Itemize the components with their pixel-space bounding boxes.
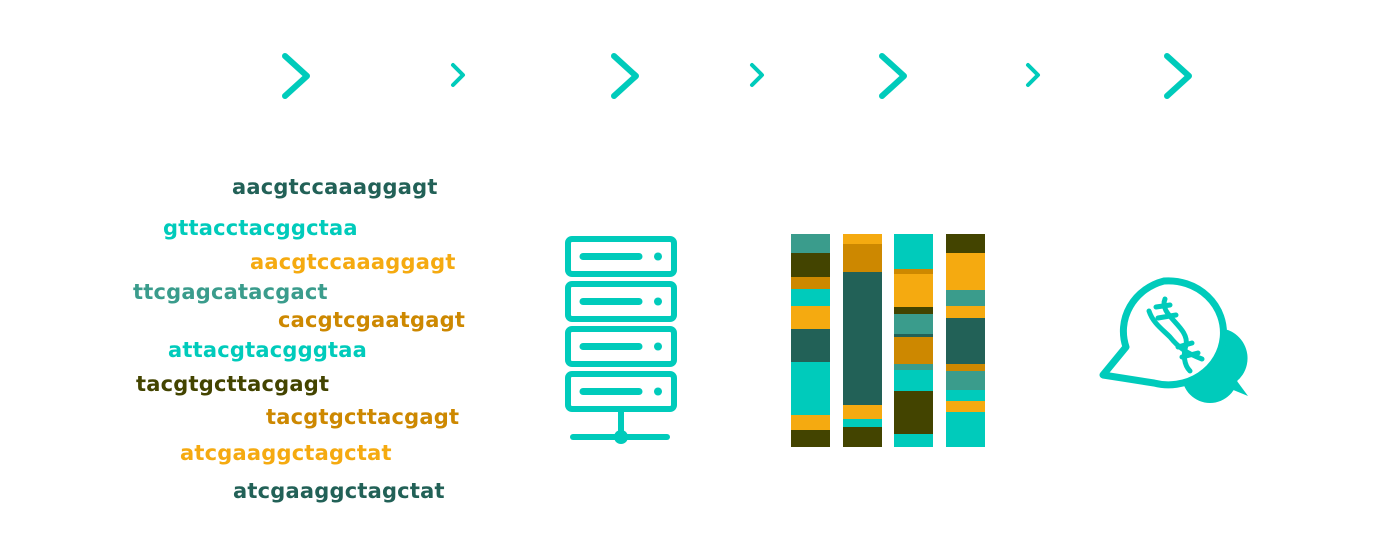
alignment-column: [894, 234, 933, 447]
column-segment: [894, 314, 933, 334]
chevron-right-icon: [280, 51, 312, 105]
column-segment: [791, 329, 830, 362]
sequence-read: aacgtccaaaggagt: [250, 250, 456, 274]
column-segment: [946, 412, 985, 447]
column-segment: [946, 253, 985, 290]
column-segment: [791, 430, 830, 447]
column-segment: [791, 415, 830, 430]
column-segment: [894, 337, 933, 364]
alignment-column: [946, 234, 985, 447]
column-segment: [791, 289, 830, 306]
sequence-read: tacgtgcttacgagt: [266, 405, 460, 429]
sequence-read: atcgaaggctagctat: [180, 441, 392, 465]
alignment-column: [843, 234, 882, 447]
alignment-column: [791, 234, 830, 447]
chevron-right-icon: [449, 61, 467, 93]
column-segment: [946, 371, 985, 390]
chevron-right-icon: [877, 51, 909, 105]
column-segment: [894, 307, 933, 314]
column-segment: [946, 234, 985, 253]
sequence-read: atcgaaggctagctat: [233, 479, 445, 503]
column-segment: [894, 434, 933, 447]
column-segment: [843, 405, 882, 419]
column-segment: [946, 290, 985, 306]
column-segment: [946, 318, 985, 364]
sequence-read: tacgtgcttacgagt: [136, 372, 330, 396]
sequence-read: cacgtcgaatgagt: [278, 308, 466, 332]
column-segment: [946, 390, 985, 401]
sequence-read: aacgtccaaaggagt: [232, 175, 438, 199]
column-segment: [894, 269, 933, 274]
column-segment: [894, 274, 933, 307]
chevron-right-icon: [1024, 61, 1042, 93]
column-segment: [843, 244, 882, 272]
column-segment: [843, 419, 882, 427]
column-segment: [791, 253, 830, 277]
sequence-read: attacgtacgggtaa: [168, 338, 368, 362]
column-segment: [791, 306, 830, 329]
column-segment: [894, 364, 933, 370]
column-segment: [791, 234, 830, 253]
column-segment: [791, 277, 830, 289]
sequence-read: gttacctacggctaa: [163, 216, 358, 240]
column-segment: [946, 401, 985, 412]
column-segment: [894, 334, 933, 337]
column-segment: [843, 234, 882, 244]
column-segment: [894, 234, 933, 269]
column-segment: [843, 272, 882, 405]
sequence-read: ttcgagcatacgact: [133, 280, 328, 304]
column-segment: [843, 427, 882, 447]
chevron-right-icon: [609, 51, 641, 105]
column-segment: [894, 391, 933, 434]
chevron-right-icon: [748, 61, 766, 93]
column-segment: [946, 364, 985, 371]
column-segment: [946, 306, 985, 318]
chevron-right-icon: [1162, 51, 1194, 105]
column-segment: [791, 362, 830, 415]
server-icon: [563, 234, 679, 446]
column-segment: [894, 370, 933, 391]
dna-speech-bubble-icon: [1098, 275, 1250, 407]
